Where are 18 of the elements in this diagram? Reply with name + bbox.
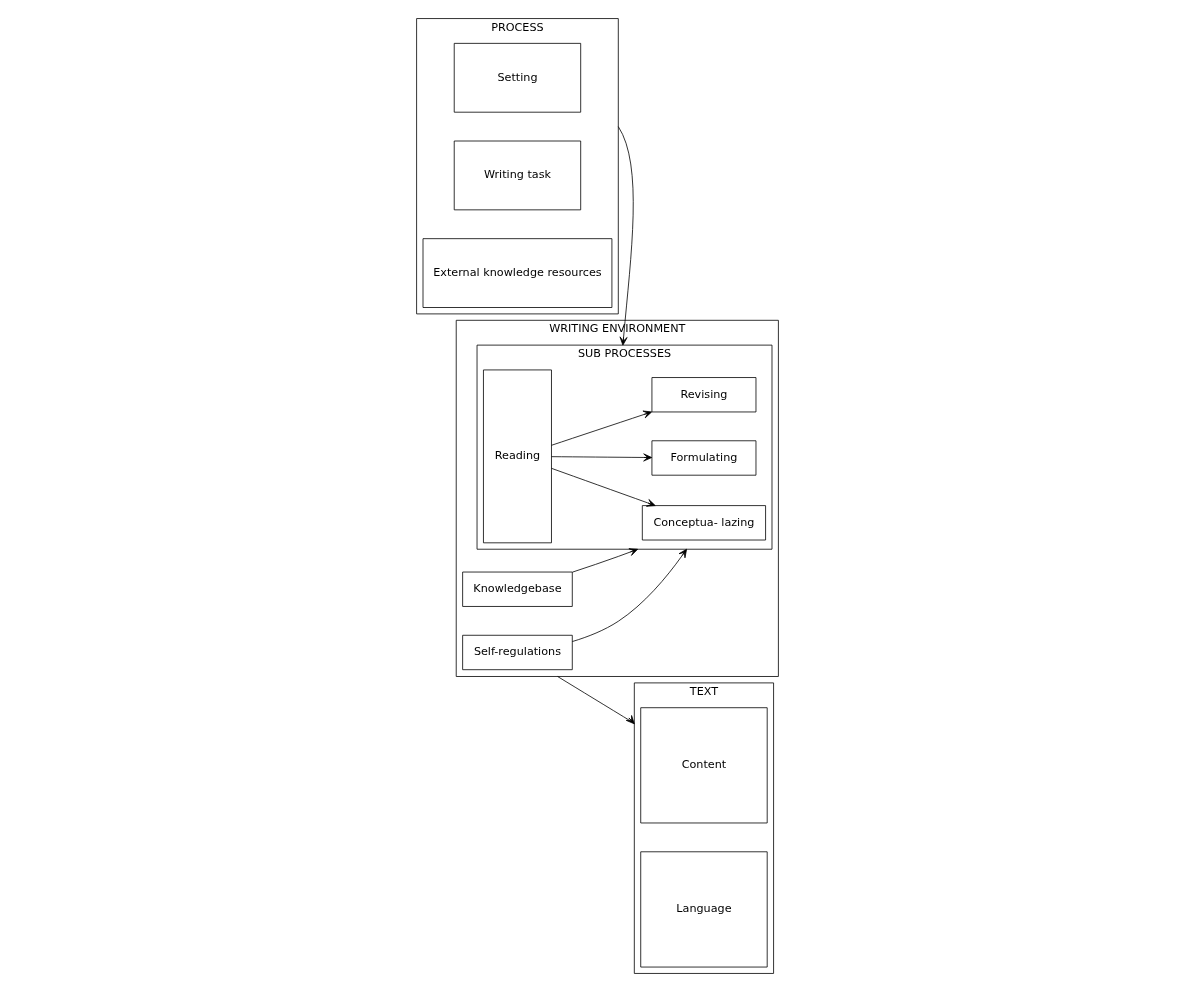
node-box: Writing task <box>453 140 581 211</box>
node-box: Content <box>639 707 768 824</box>
node-box: External knowledge resources <box>422 238 612 308</box>
arrow <box>571 548 638 573</box>
arrow <box>550 453 652 462</box>
node-box: Revising <box>651 377 756 413</box>
arrow <box>550 410 652 446</box>
arrow <box>550 467 656 507</box>
node-box: Knowledgebase <box>461 571 573 607</box>
arrow <box>617 126 634 346</box>
node-box: Formulating <box>651 440 756 476</box>
node-box: Setting <box>453 42 581 113</box>
node-box: Self-regulations <box>461 634 573 671</box>
node-box: Conceptua- lazing <box>641 505 766 541</box>
arrow <box>556 676 635 725</box>
node-box: Reading <box>482 369 552 544</box>
node-box: Language <box>639 851 768 968</box>
arrow <box>571 548 687 642</box>
